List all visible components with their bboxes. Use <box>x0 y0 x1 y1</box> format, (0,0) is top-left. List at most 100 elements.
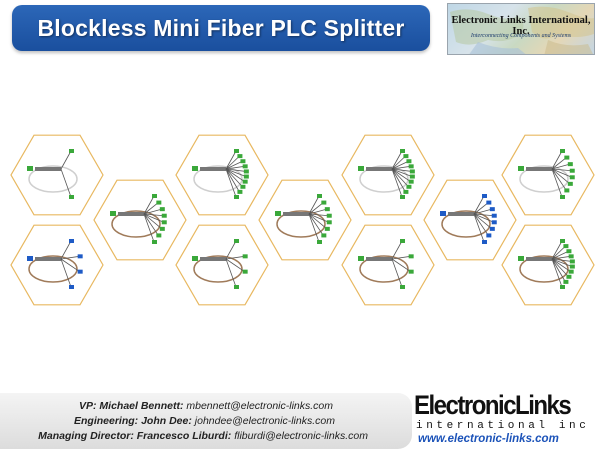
product-hex <box>341 134 435 216</box>
connector-icon <box>400 195 405 199</box>
input-connector-icon <box>192 256 198 261</box>
fiber-line <box>143 213 155 243</box>
fiber-line <box>143 213 164 223</box>
connector-icon <box>161 213 167 218</box>
connector-icon <box>567 162 573 167</box>
contact-role: Managing Director: Francesco Liburdi <box>38 430 228 442</box>
fiber-line <box>391 255 411 260</box>
connector-icon <box>403 154 409 159</box>
contact-email[interactable]: johndee@electronic-links.com <box>194 415 335 427</box>
fiber-line <box>551 168 572 172</box>
connector-icon <box>243 174 249 179</box>
connector-icon <box>560 285 565 289</box>
hex-frame <box>501 134 595 216</box>
connector-icon <box>237 154 243 159</box>
connector-icon <box>406 184 412 189</box>
fiber-line <box>225 160 243 170</box>
connector-icon <box>324 207 330 212</box>
fiber-line <box>225 240 237 260</box>
contact-role: Engineering: John Dee <box>73 415 189 427</box>
product-hex <box>341 224 435 306</box>
fiber-line <box>551 245 566 260</box>
connector-icon <box>566 249 572 254</box>
contact-panel: VP: Michael Bennett: mbennett@electronic… <box>0 393 412 449</box>
connector-icon <box>491 220 497 225</box>
hex-frame <box>175 224 269 306</box>
connector-icon <box>560 195 565 199</box>
fiber-line <box>473 213 494 217</box>
hex-frame <box>10 134 104 216</box>
fiber-line <box>551 258 569 278</box>
fiber-line <box>308 213 324 236</box>
fiber-line <box>551 168 563 198</box>
connector-icon <box>234 239 239 243</box>
fiber-line <box>60 150 72 170</box>
connector-icon <box>77 269 83 274</box>
corner-logo-tagline: Interconnecting Components and Systems <box>470 33 572 39</box>
fiber-line <box>143 208 162 215</box>
connector-icon <box>408 269 414 274</box>
connector-icon <box>69 149 74 153</box>
splitter-body-icon <box>35 167 61 171</box>
contact-engineering: Engineering: John Dee: johndee@electroni… <box>73 415 335 427</box>
cable-coil-icon <box>28 165 78 193</box>
contact-managing-director: Managing Director: Francesco Liburdi: fl… <box>38 430 368 442</box>
cable-coil-icon <box>276 210 326 238</box>
fiber-line <box>225 255 245 260</box>
brand-url-link[interactable]: www.electronic-links.com <box>418 433 559 445</box>
connector-icon <box>242 254 248 259</box>
connector-icon <box>486 200 492 205</box>
contact-email[interactable]: fliburdi@electronic-links.com <box>234 430 368 442</box>
fiber-line <box>308 195 320 215</box>
fiber-line <box>143 213 163 230</box>
fiber-line <box>60 258 80 272</box>
splitter-body-icon <box>448 212 474 216</box>
fiber-line <box>473 202 489 215</box>
fiber-line <box>60 255 80 260</box>
world-map-icon <box>450 6 594 54</box>
fiber-line <box>551 168 567 191</box>
fiber-line <box>225 168 243 188</box>
product-hex-grid <box>0 120 600 320</box>
fiber-line <box>473 213 485 243</box>
cable-coil-icon <box>28 255 78 283</box>
product-hex <box>10 224 104 306</box>
connector-icon <box>321 200 327 205</box>
connector-icon <box>566 274 572 279</box>
fiber-line <box>225 155 240 170</box>
product-hex <box>501 224 595 306</box>
fiber-line <box>473 195 485 215</box>
cable-coil-icon <box>441 210 491 238</box>
connector-icon <box>569 259 575 264</box>
fiber-line <box>143 213 164 217</box>
connector-icon <box>161 220 167 225</box>
connector-icon <box>409 174 415 179</box>
connector-icon <box>568 254 574 259</box>
product-hex <box>175 224 269 306</box>
contact-email[interactable]: mbennett@electronic-links.com <box>186 400 333 412</box>
input-connector-icon <box>27 166 33 171</box>
fiber-line <box>551 258 571 272</box>
cable-coil-icon <box>359 165 409 193</box>
fiber-line <box>308 213 320 243</box>
fiber-line <box>391 240 403 260</box>
connector-icon <box>567 181 573 186</box>
splitter-body-icon <box>366 257 392 261</box>
connector-icon <box>482 194 487 198</box>
fiber-line <box>391 155 406 170</box>
connector-icon <box>240 184 246 189</box>
connector-icon <box>326 213 332 218</box>
hex-frame <box>341 134 435 216</box>
title-banner: Blockless Mini Fiber PLC Splitter <box>12 5 430 51</box>
fiber-line <box>551 168 572 178</box>
fiber-line <box>551 258 566 283</box>
cable-coil-icon <box>193 165 243 193</box>
cable-coil-icon <box>519 165 569 193</box>
splitter-body-icon <box>526 167 552 171</box>
connector-icon <box>243 169 249 174</box>
connector-icon <box>569 264 575 269</box>
fiber-line <box>391 168 412 172</box>
connector-icon <box>237 189 243 194</box>
fiber-line <box>225 258 245 272</box>
connector-icon <box>242 164 248 169</box>
